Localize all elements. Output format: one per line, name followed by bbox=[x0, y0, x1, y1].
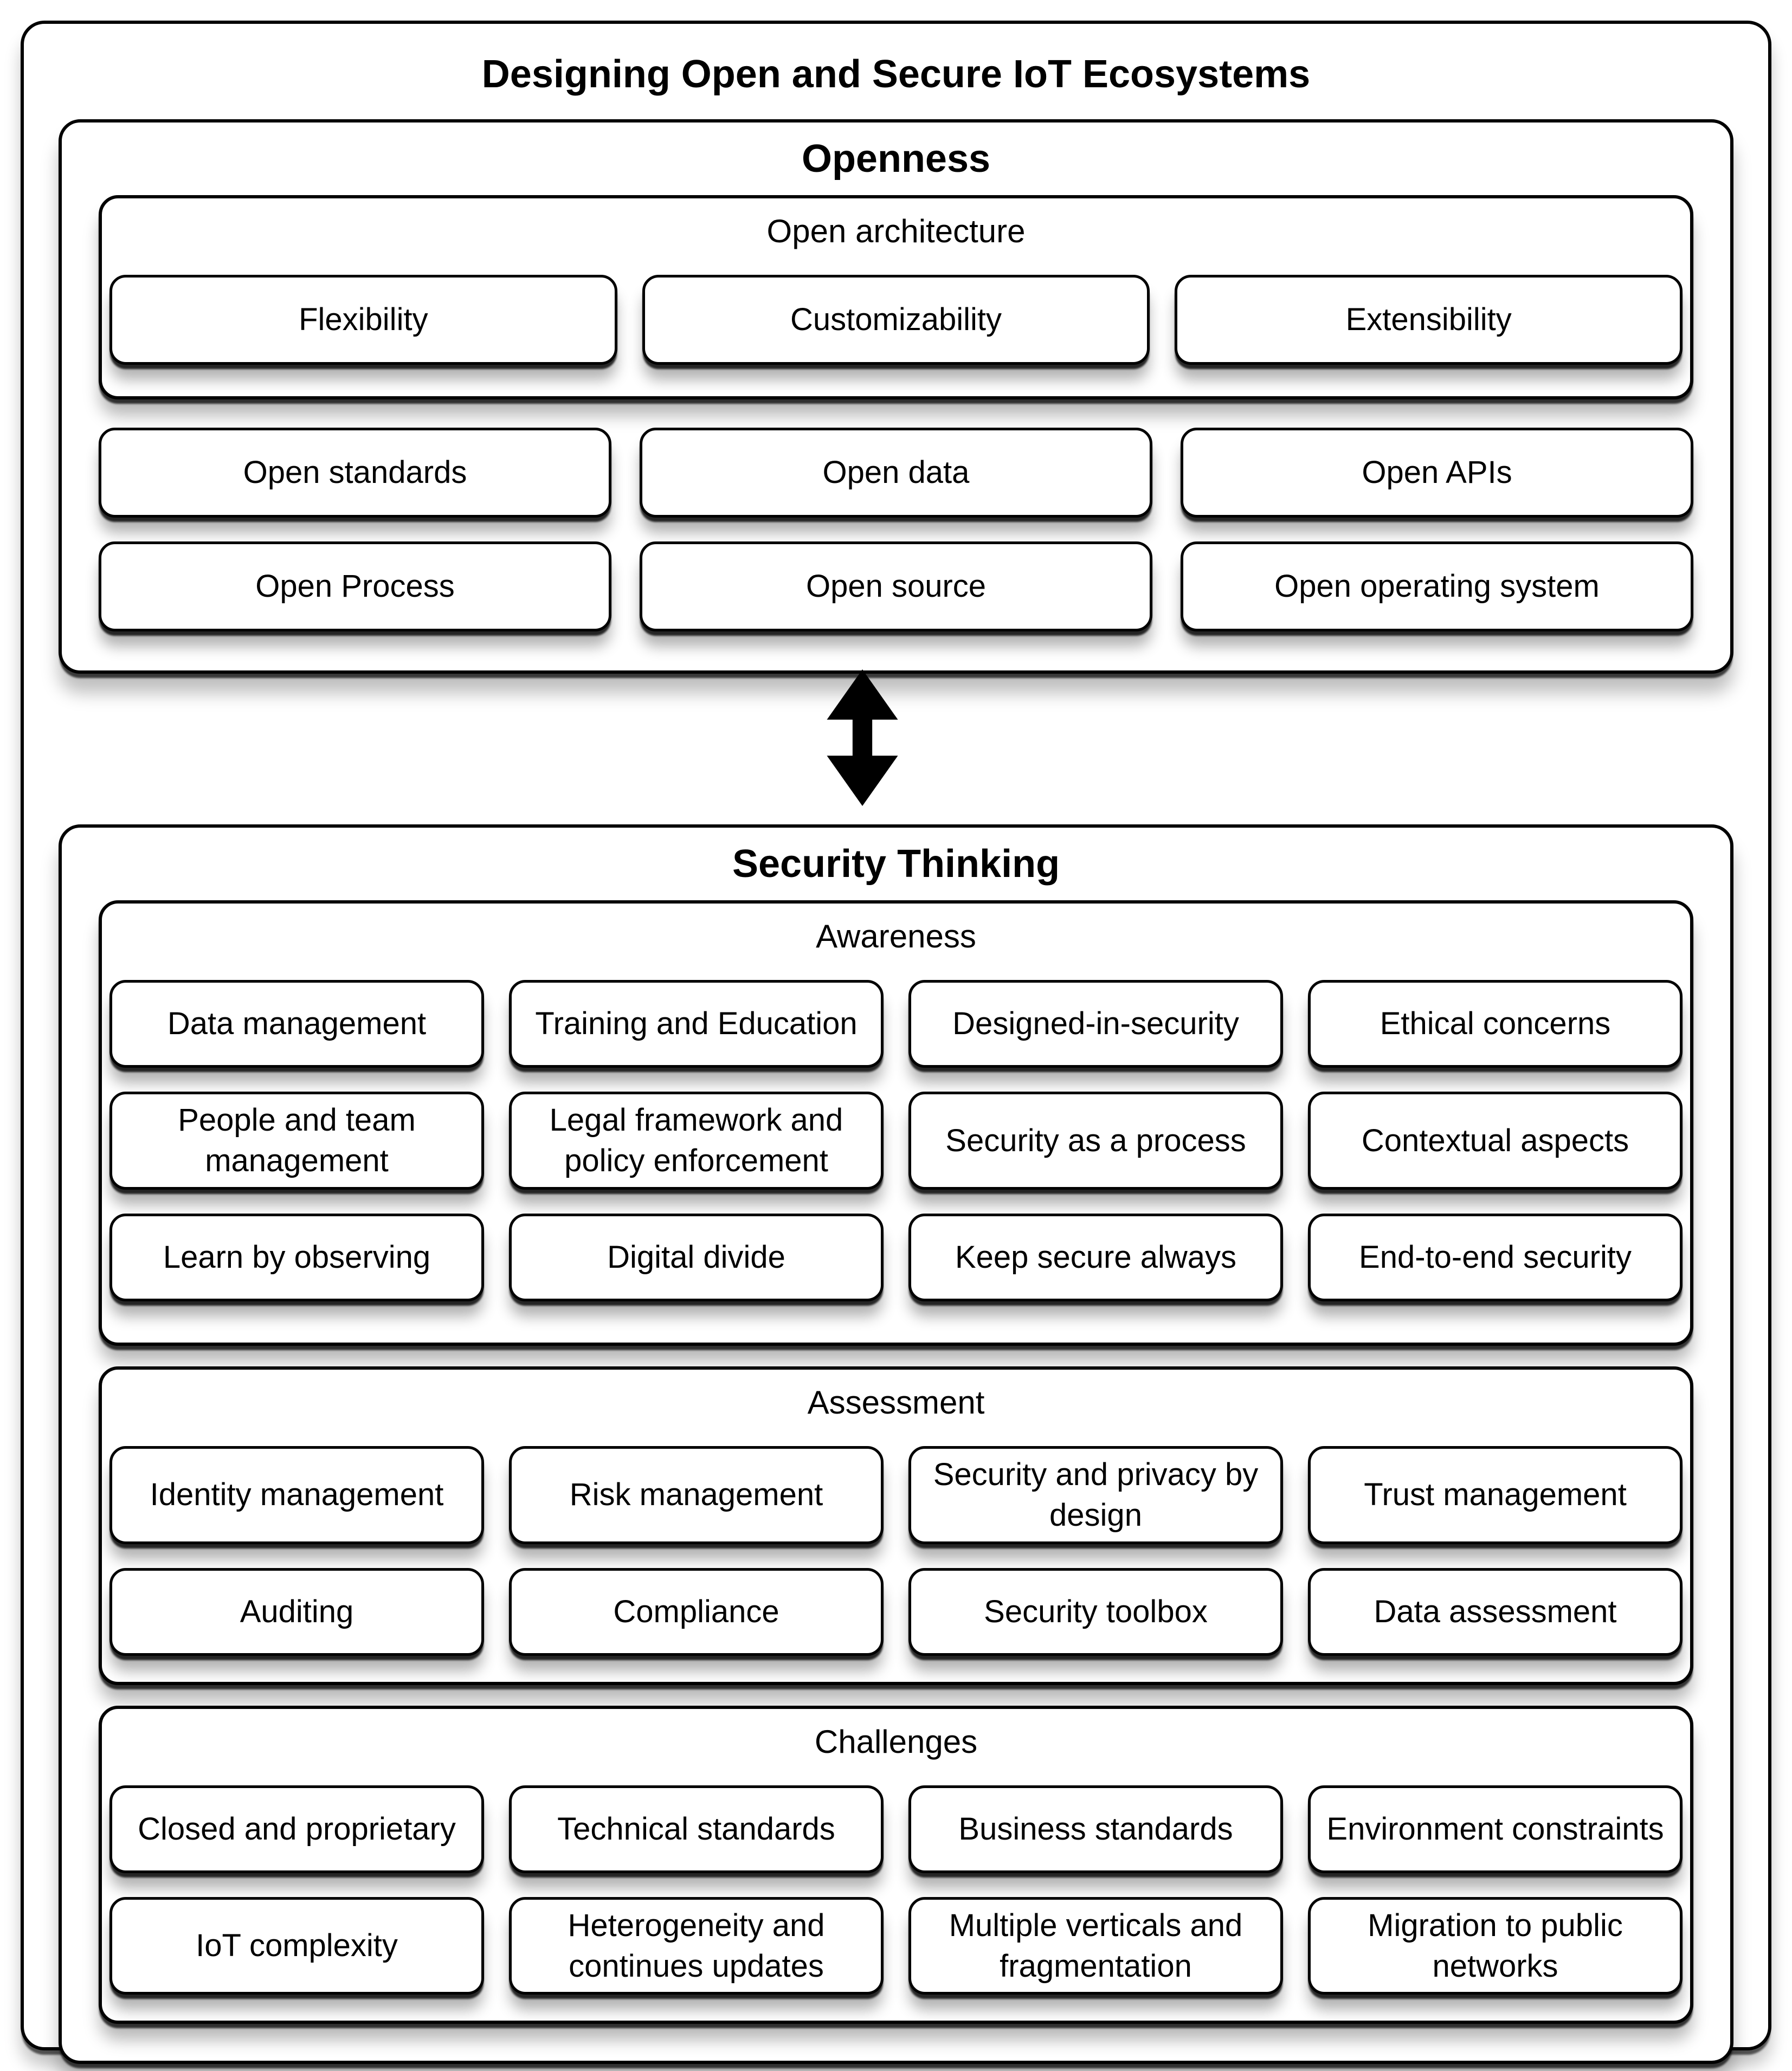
challenges-row-1: Closed and proprietary Technical standar… bbox=[109, 1785, 1683, 1873]
awareness-row-2: People and team management Legal framewo… bbox=[109, 1092, 1683, 1190]
up-down-arrow-icon bbox=[827, 669, 898, 806]
open-architecture-row: Flexibility Customizability Extensibilit… bbox=[109, 275, 1683, 365]
assessment-row-1: Identity management Risk management Secu… bbox=[109, 1446, 1683, 1544]
node-open-standards: Open standards bbox=[99, 428, 611, 518]
node-auditing: Auditing bbox=[109, 1567, 484, 1656]
diagram-title: Designing Open and Secure IoT Ecosystems bbox=[481, 53, 1311, 96]
awareness-row-1: Data management Training and Education D… bbox=[109, 980, 1683, 1068]
node-legal-framework-and-policy-enforcement: Legal framework and policy enforcement bbox=[509, 1092, 884, 1190]
figure-frame: Designing Open and Secure IoT Ecosystems… bbox=[21, 21, 1771, 2064]
node-identity-management: Identity management bbox=[109, 1446, 484, 1544]
node-designed-in-security: Designed-in-security bbox=[908, 980, 1283, 1068]
node-security-as-a-process: Security as a process bbox=[908, 1092, 1283, 1190]
open-architecture-group: Open architecture Flexibility Customizab… bbox=[99, 195, 1693, 399]
node-open-process: Open Process bbox=[99, 541, 611, 631]
node-ethical-concerns: Ethical concerns bbox=[1308, 980, 1683, 1068]
openness-panel: Openness Open architecture Flexibility C… bbox=[59, 119, 1733, 674]
assessment-row-2: Auditing Compliance Security toolbox Dat… bbox=[109, 1567, 1683, 1656]
awareness-label: Awareness bbox=[816, 918, 976, 954]
node-open-source: Open source bbox=[640, 541, 1152, 631]
security-thinking-heading: Security Thinking bbox=[732, 842, 1060, 886]
node-people-and-team-management: People and team management bbox=[109, 1092, 484, 1190]
security-thinking-panel: Security Thinking Awareness Data managem… bbox=[59, 824, 1733, 2064]
node-compliance: Compliance bbox=[509, 1567, 884, 1656]
awareness-row-3: Learn by observing Digital divide Keep s… bbox=[109, 1213, 1683, 1301]
node-open-apis: Open APIs bbox=[1181, 428, 1693, 518]
node-open-operating-system: Open operating system bbox=[1181, 541, 1693, 631]
node-training-and-education: Training and Education bbox=[509, 980, 884, 1068]
assessment-label: Assessment bbox=[807, 1384, 985, 1421]
node-keep-secure-always: Keep secure always bbox=[908, 1213, 1283, 1301]
node-end-to-end-security: End-to-end security bbox=[1308, 1213, 1683, 1301]
node-trust-management: Trust management bbox=[1308, 1446, 1683, 1544]
openness-heading: Openness bbox=[801, 137, 991, 180]
challenges-row-2: IoT complexity Heterogeneity and continu… bbox=[109, 1896, 1683, 1995]
node-environment-constraints: Environment constraints bbox=[1308, 1785, 1683, 1873]
node-open-data: Open data bbox=[640, 428, 1152, 518]
challenges-label: Challenges bbox=[814, 1723, 978, 1760]
node-contextual-aspects: Contextual aspects bbox=[1308, 1092, 1683, 1190]
challenges-group: Challenges Closed and proprietary Techni… bbox=[99, 1705, 1693, 2024]
assessment-group: Assessment Identity management Risk mana… bbox=[99, 1366, 1693, 1685]
node-security-toolbox: Security toolbox bbox=[908, 1567, 1283, 1656]
node-migration-to-public-networks: Migration to public networks bbox=[1308, 1896, 1683, 1995]
node-extensibility: Extensibility bbox=[1175, 275, 1683, 365]
open-architecture-label: Open architecture bbox=[766, 213, 1026, 249]
node-heterogeneity-and-continues-updates: Heterogeneity and continues updates bbox=[509, 1896, 884, 1995]
node-risk-management: Risk management bbox=[509, 1446, 884, 1544]
node-security-and-privacy-by-design: Security and privacy by design bbox=[908, 1446, 1283, 1544]
node-digital-divide: Digital divide bbox=[509, 1213, 884, 1301]
node-data-management: Data management bbox=[109, 980, 484, 1068]
openness-row-1: Open standards Open data Open APIs bbox=[99, 428, 1693, 518]
node-flexibility: Flexibility bbox=[109, 275, 617, 365]
node-customizability: Customizability bbox=[642, 275, 1150, 365]
openness-row-2: Open Process Open source Open operating … bbox=[99, 541, 1693, 631]
node-data-assessment: Data assessment bbox=[1308, 1567, 1683, 1656]
node-closed-and-proprietary: Closed and proprietary bbox=[109, 1785, 484, 1873]
node-learn-by-observing: Learn by observing bbox=[109, 1213, 484, 1301]
awareness-group: Awareness Data management Training and E… bbox=[99, 900, 1693, 1346]
openness-security-link bbox=[0, 669, 1735, 806]
node-business-standards: Business standards bbox=[908, 1785, 1283, 1873]
node-multiple-verticals-and-fragmentation: Multiple verticals and fragmentation bbox=[908, 1896, 1283, 1995]
node-iot-complexity: IoT complexity bbox=[109, 1896, 484, 1995]
node-technical-standards: Technical standards bbox=[509, 1785, 884, 1873]
